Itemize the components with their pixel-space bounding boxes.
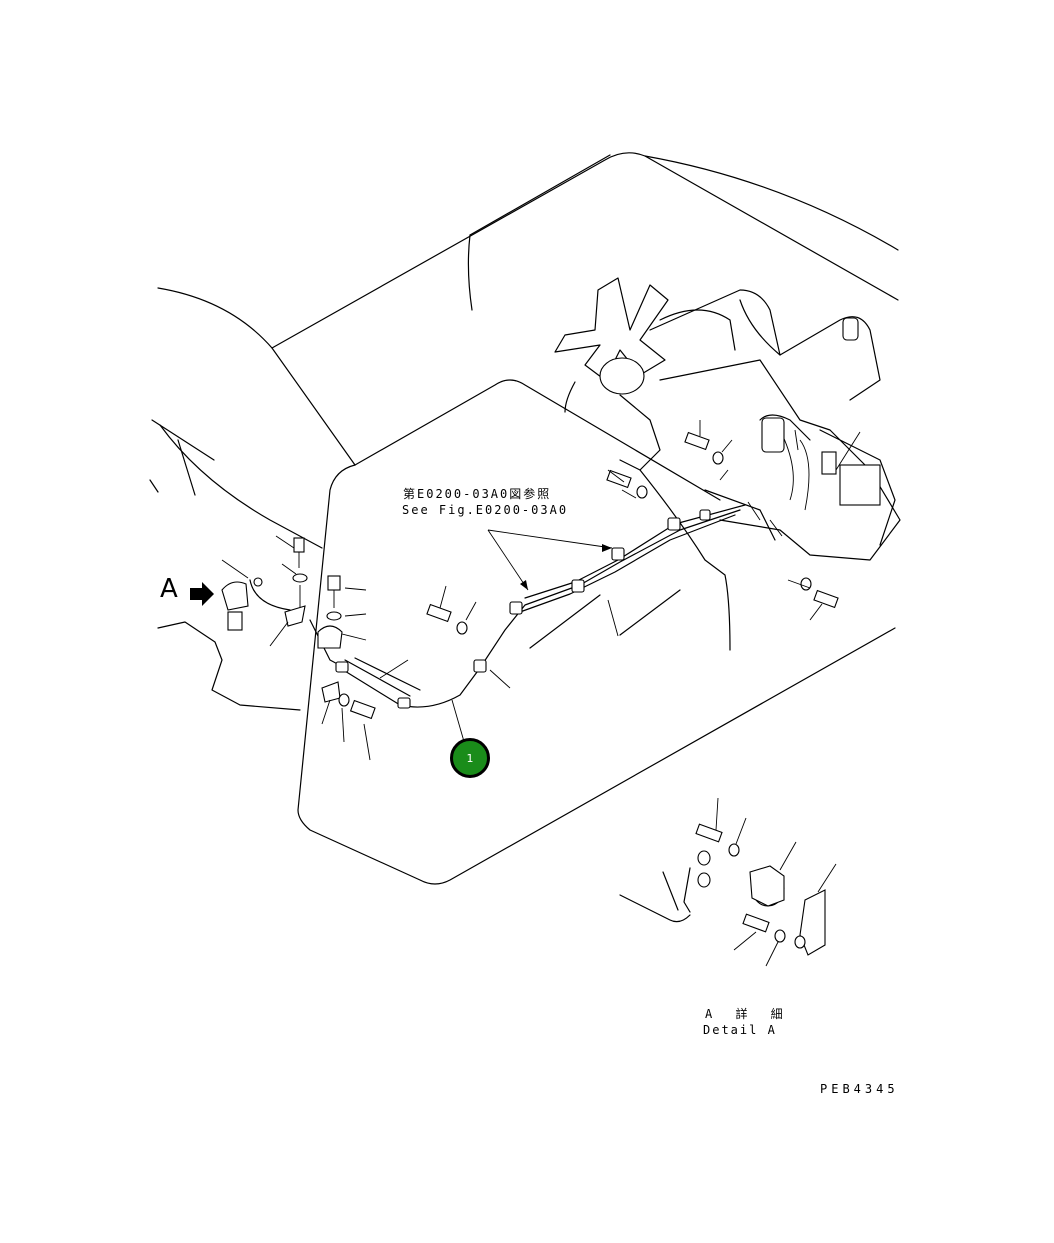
wiring-harness [249, 504, 746, 709]
detail-label-jp: A 詳 細 [705, 1007, 791, 1021]
detail-label-en: Detail A [703, 1023, 777, 1037]
fastener-cluster-left [221, 537, 376, 720]
fastener-cluster-right [426, 417, 881, 635]
detail-a-inset [619, 797, 837, 967]
leader-lines [221, 420, 861, 761]
callout-1-number: 1 [466, 751, 474, 765]
engine-assembly [554, 277, 901, 651]
machine-body-outline [149, 152, 899, 885]
reference-arrows [487, 529, 613, 591]
view-marker-label: A [160, 574, 178, 604]
reference-label-jp: 第E0200-03A0図参照 [403, 487, 552, 501]
callout-1[interactable]: 1 [450, 738, 490, 778]
drawing-code: PEB4345 [820, 1082, 899, 1096]
view-a-arrow-icon [190, 582, 214, 606]
reference-label-en: See Fig.E0200-03A0 [402, 503, 569, 517]
